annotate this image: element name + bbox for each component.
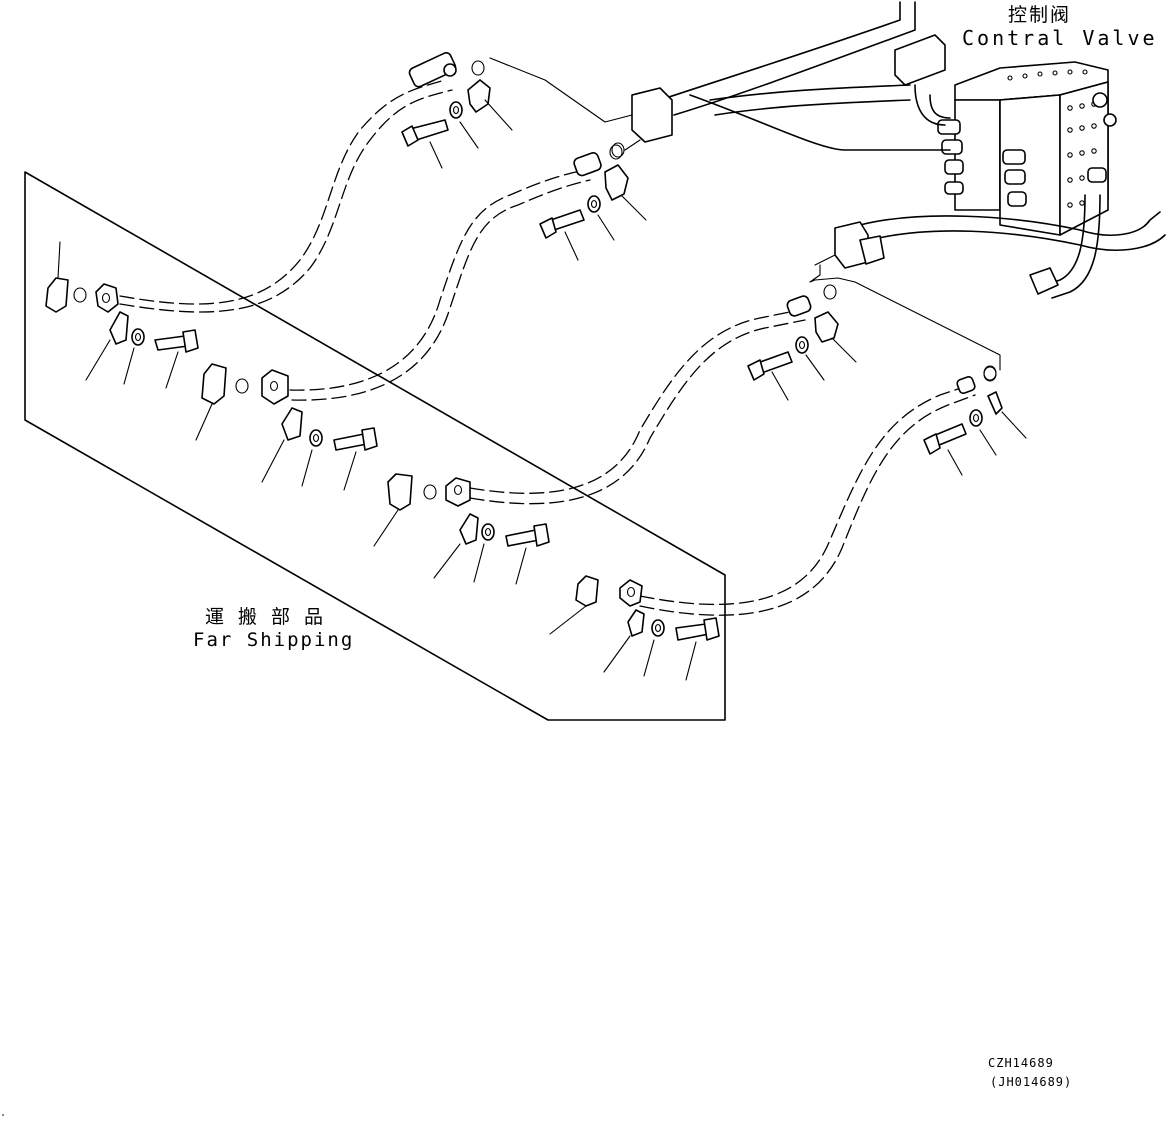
drawing-code-alt: (JH014689)	[990, 1075, 1073, 1089]
shipping-parts-boundary	[24, 171, 726, 721]
hoses	[119, 79, 976, 616]
o-rings	[609, 144, 997, 381]
shipping-set-1	[45, 241, 199, 389]
shipping-set-3	[373, 473, 550, 585]
fitting-set-upper-2	[539, 142, 647, 261]
shipping-set-4	[549, 575, 720, 681]
corner-dot	[2, 1114, 4, 1116]
shipping-label-en: Far Shipping	[193, 629, 355, 651]
shipping-set-2	[195, 363, 378, 491]
control-valve-label-cn: 控制阀	[1008, 4, 1072, 26]
valve-flanges	[631, 34, 1059, 295]
fitting-set-middle-right	[747, 284, 857, 401]
control-valve-label-en: Contral Valve	[962, 26, 1158, 50]
control-valve	[937, 61, 1117, 236]
shipping-label-cn: 運搬部品	[205, 606, 338, 628]
valve-pipes	[659, 1, 1166, 299]
fitting-set-upper-1	[401, 52, 513, 169]
routing-lines	[489, 57, 1001, 371]
drawing-code: CZH14689	[988, 1056, 1054, 1070]
fitting-set-lower-right	[923, 366, 1027, 476]
